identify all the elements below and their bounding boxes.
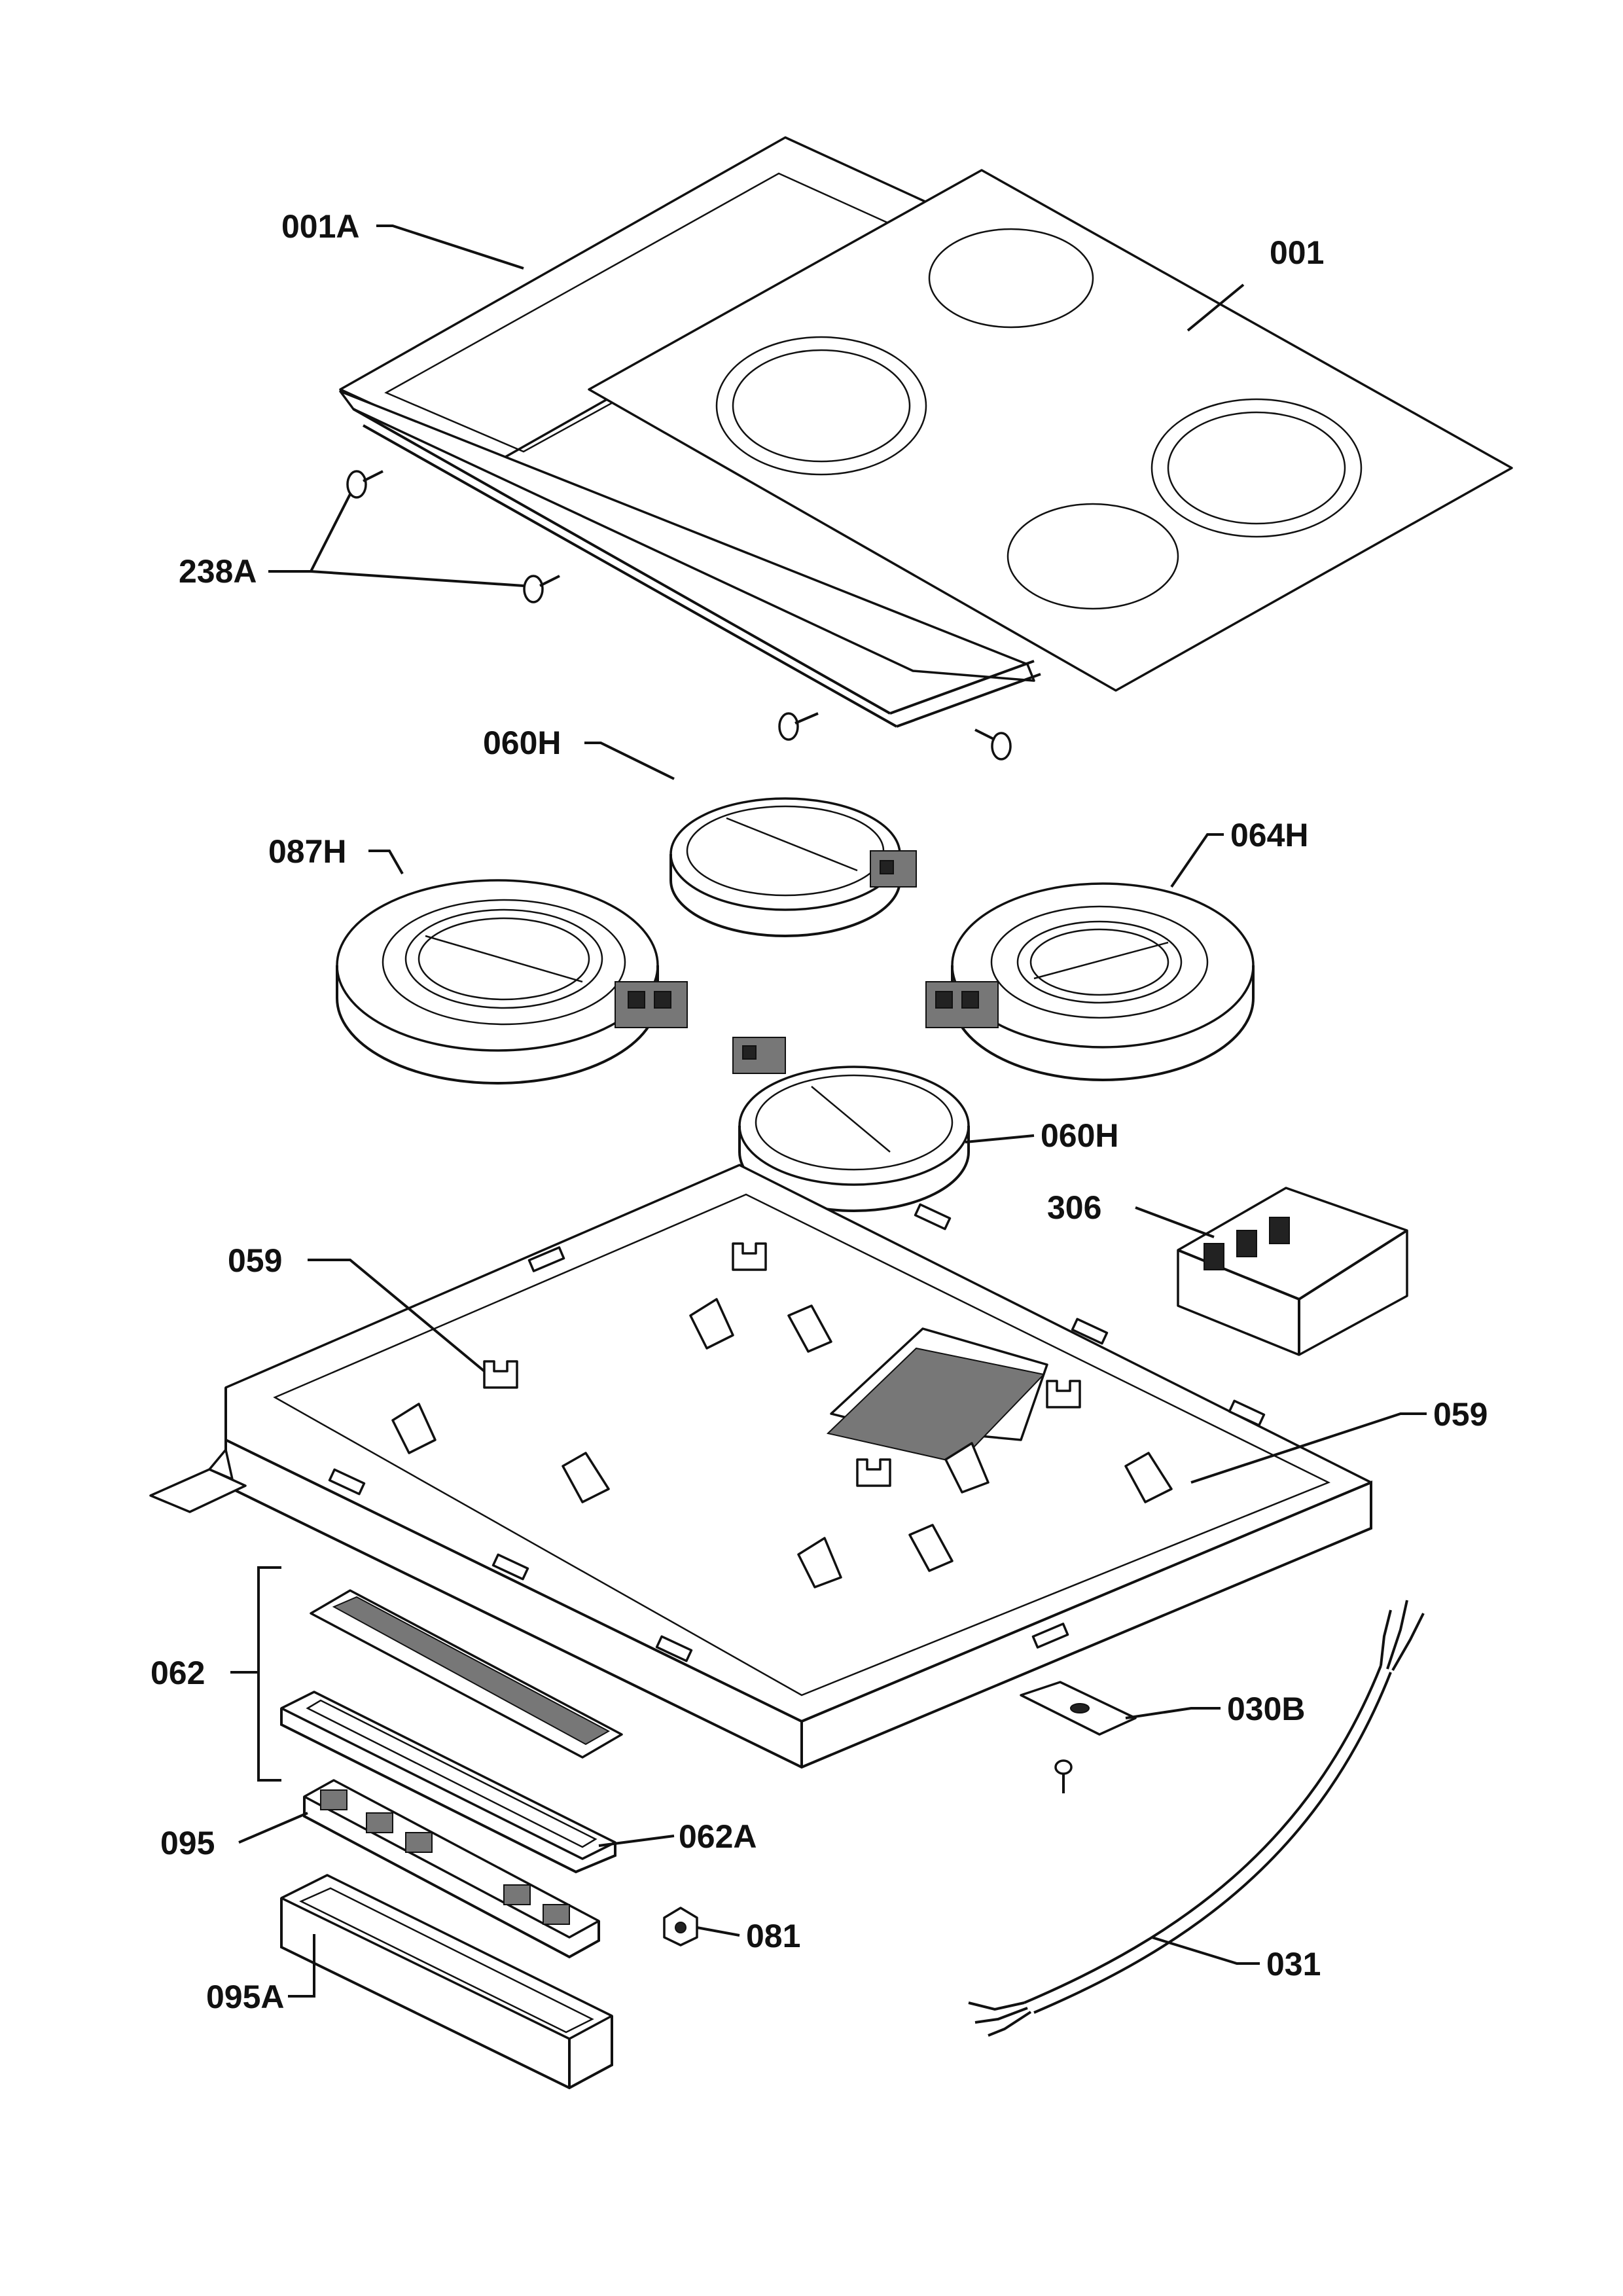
callout-031: 031: [1266, 1946, 1321, 1982]
leader-062-top: [230, 1566, 281, 1674]
leader-095: [238, 1812, 308, 1844]
leader-060H-top: [584, 742, 675, 780]
callout-062A: 062A: [679, 1818, 757, 1855]
callout-030B: 030B: [1227, 1691, 1306, 1727]
part-064H-dual-element: [925, 882, 1255, 1081]
callout-001: 001: [1270, 234, 1324, 271]
part-060H-bottom-element: [732, 1037, 970, 1212]
leader-095A: [288, 1934, 315, 1998]
part-095A-board-box: [280, 1874, 613, 2090]
screw-icon: [778, 712, 819, 741]
screw-icon: [1054, 1759, 1073, 1793]
part-060H-top-element: [669, 797, 917, 937]
part-306-terminal-block: [1177, 1187, 1408, 1356]
part-001-glass-top: [588, 169, 1513, 692]
leader-060H-bottom: [965, 1134, 1035, 1143]
part-062A-control-housing: [280, 1691, 616, 1874]
leader-030B: [1125, 1707, 1221, 1719]
part-095-electronic-board: [303, 1779, 600, 1959]
callout-059-right: 059: [1433, 1396, 1488, 1433]
leader-306: [1135, 1206, 1215, 1238]
callout-062: 062: [151, 1655, 205, 1691]
leader-064H: [1170, 833, 1224, 888]
callout-060H-bottom: 060H: [1041, 1117, 1119, 1154]
part-238A-screws: [346, 470, 1012, 761]
part-foot-bracket: [149, 1448, 247, 1513]
part-081-grommet: [663, 1907, 698, 1946]
leader-238A-b: [310, 570, 524, 587]
callout-059-left: 059: [228, 1242, 282, 1279]
leader-059-right: [1190, 1412, 1427, 1484]
leader-081: [696, 1926, 740, 1937]
callout-001A: 001A: [281, 208, 360, 245]
part-030B-bracket: [1020, 1681, 1137, 1793]
part-frame-chassis: [224, 1164, 1372, 1769]
screw-icon: [974, 728, 1012, 761]
leader-lines: [230, 224, 1427, 1998]
part-062-control-panel: [310, 1589, 623, 1759]
leader-001: [1186, 283, 1245, 332]
leader-062-bottom: [257, 1672, 281, 1782]
callout-095: 095: [160, 1825, 215, 1861]
leader-062A: [598, 1835, 675, 1847]
leader-001A: [376, 224, 524, 270]
callout-095A: 095A: [206, 1979, 285, 2015]
leader-031: [1151, 1936, 1260, 1965]
leader-059-left: [308, 1259, 486, 1372]
callout-238A: 238A: [179, 553, 257, 590]
leader-238A-a: [268, 493, 351, 573]
callout-064H: 064H: [1230, 817, 1309, 853]
callout-081: 081: [746, 1918, 800, 1954]
callout-087H: 087H: [268, 833, 347, 870]
leader-087H: [368, 850, 404, 874]
screw-icon: [523, 575, 560, 603]
callout-306: 306: [1047, 1189, 1101, 1226]
part-031-power-cable: [968, 1600, 1425, 2037]
screw-icon: [346, 470, 383, 499]
callout-060H-top: 060H: [483, 725, 562, 761]
part-087H-dual-element: [336, 879, 688, 1085]
part-001A-frame: [339, 136, 1041, 728]
